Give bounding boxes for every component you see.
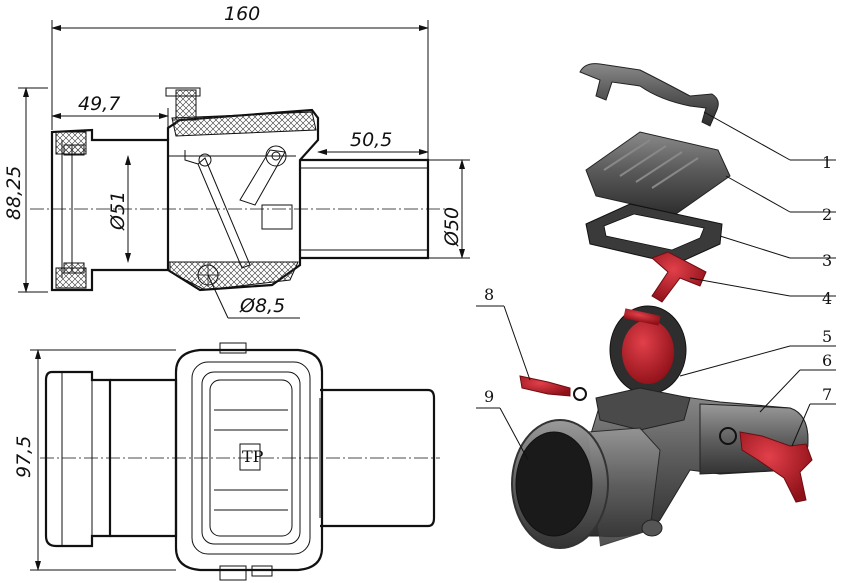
dim-drain-symbol: Ø	[239, 295, 256, 317]
top-view: TP 97,5	[13, 342, 440, 581]
callout-7: 7	[822, 385, 832, 404]
dim-drain-diameter: 8,5	[255, 295, 285, 317]
dim-height: 88,25	[3, 166, 25, 220]
svg-text:Ø51: Ø51	[107, 191, 129, 231]
logo-icon	[239, 443, 261, 471]
part-lid	[585, 131, 731, 215]
dim-outlet-diameter: 50	[441, 207, 463, 231]
svg-text:Ø8,5: Ø8,5	[239, 295, 285, 317]
exploded-view	[476, 63, 836, 549]
part-clip	[579, 63, 719, 127]
dim-bore-symbol: Ø	[107, 214, 129, 231]
part-red-lever	[739, 431, 813, 503]
part-red-bolt	[519, 375, 571, 397]
callout-3: 3	[822, 251, 832, 270]
callout-5: 5	[822, 327, 832, 346]
dim-overall-length: 160	[224, 3, 260, 25]
callout-9: 9	[484, 387, 494, 406]
part-red-pin	[651, 251, 707, 303]
callout-6: 6	[822, 351, 832, 370]
dim-bore-diameter: 51	[107, 191, 129, 215]
callout-1: 1	[822, 153, 832, 172]
logo-text: TP	[242, 447, 264, 466]
callout-4: 4	[822, 289, 832, 308]
callout-8: 8	[484, 285, 494, 304]
dim-socket-length: 49,7	[78, 93, 120, 115]
dim-spigot-length: 50,5	[350, 129, 392, 151]
dim-width: 97,5	[13, 436, 35, 478]
svg-text:Ø50: Ø50	[441, 207, 463, 247]
callout-2: 2	[822, 205, 832, 224]
dim-outlet-symbol: Ø	[441, 230, 463, 247]
callouts: 1 2 3 4 5 6 7 8 9	[484, 153, 832, 406]
section-view: 160 49,7 50,5 88,25 Ø51 Ø50 Ø8,5	[3, 3, 470, 319]
